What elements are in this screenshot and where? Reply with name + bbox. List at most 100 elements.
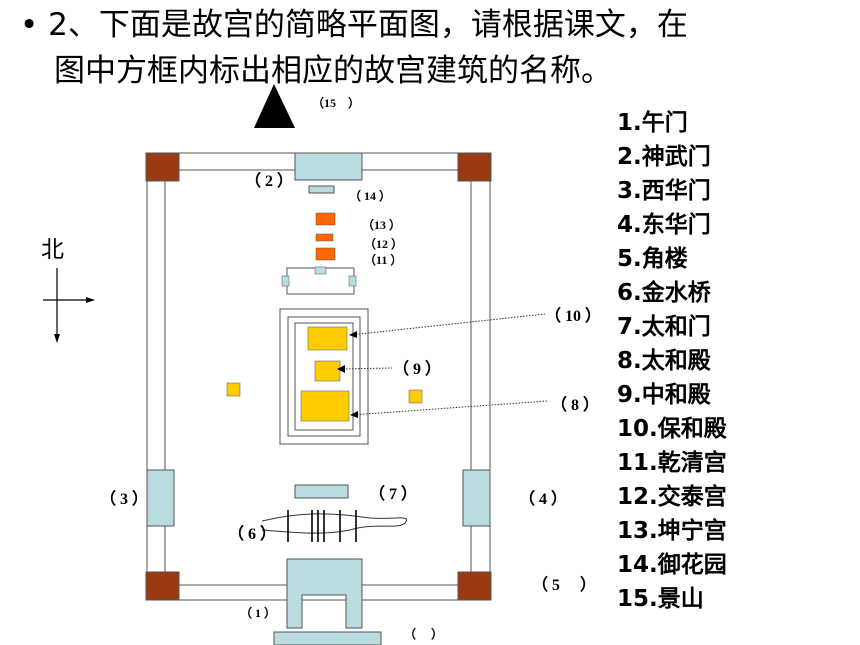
legend-building-name: 交泰宫	[657, 484, 727, 510]
leader-arrow-9	[337, 365, 345, 373]
compass-east-arrowhead	[86, 297, 95, 303]
legend-building-name: 景山	[657, 586, 704, 612]
legend-number: 1.	[617, 110, 642, 136]
terrace-inner	[294, 322, 354, 431]
jingshan-triangle	[254, 84, 295, 128]
qianqing-gate-wing-right	[348, 275, 357, 287]
legend-item: 4.东华门	[617, 208, 727, 242]
golden-water-river	[261, 513, 408, 534]
legend-number: 8.	[617, 348, 642, 374]
legend-item: 3.西华门	[617, 174, 727, 208]
legend-building-name: 午门	[641, 110, 688, 136]
leader-arrow-8	[350, 411, 358, 418]
taihe-gate	[294, 484, 349, 499]
legend-item: 14.御花园	[617, 548, 727, 582]
legend-number: 15.	[617, 586, 658, 612]
legend-building-name: 乾清宫	[657, 450, 727, 476]
legend-item: 1.午门	[617, 106, 727, 140]
bullet: •	[20, 7, 39, 43]
legend-number: 14.	[617, 552, 658, 578]
label-8: （ 8 ）	[551, 397, 600, 414]
legend-building-name: 东华门	[641, 212, 711, 238]
north-label: 北	[41, 237, 64, 263]
jiaotai-palace	[315, 233, 334, 242]
label-5: （ 5 ）	[532, 577, 597, 594]
legend-building-name: 角楼	[641, 246, 688, 272]
legend-item: 11.乾清宫	[617, 446, 727, 480]
legend-building-name: 坤宁宫	[657, 518, 727, 544]
leader-line-9	[339, 367, 393, 370]
legend-item: 9.中和殿	[617, 378, 727, 412]
legend-item: 5.角楼	[617, 242, 727, 276]
taihe-hall	[300, 390, 350, 422]
label-14: （ 14 ）	[349, 189, 392, 203]
xihua-gate	[146, 469, 175, 527]
leader-line-10	[349, 313, 546, 336]
corner-tower-sw	[145, 571, 180, 601]
legend-number: 7.	[617, 314, 642, 340]
baohe-hall	[307, 326, 348, 351]
label-1: （ 1 ）	[240, 606, 277, 620]
legend-number: 3.	[617, 178, 642, 204]
label-7: （ 7 ）	[369, 486, 418, 503]
question-text-1: 2、下面是故宫的简略平面图，请根据课文，在	[48, 7, 688, 43]
label-11: （11 ）	[364, 253, 403, 267]
zhonghe-hall	[314, 360, 341, 382]
label-2: （ 2 ）	[245, 173, 294, 190]
question-title-line2: 图中方框内标出相应的故宫建筑的名称。	[54, 53, 612, 89]
label-10: （ 10 ）	[545, 308, 602, 325]
legend-number: 6.	[617, 280, 642, 306]
legend-item: 6.金水桥	[617, 276, 727, 310]
west-side-hall	[226, 382, 241, 397]
question-title-line1: • 2、下面是故宫的简略平面图，请根据课文，在	[20, 6, 688, 44]
compass-south-arrowhead	[54, 334, 60, 343]
legend-item: 7.太和门	[617, 310, 727, 344]
leader-arrow-10	[349, 331, 357, 338]
terrace-middle	[287, 316, 361, 437]
legend-item: 15.景山	[617, 582, 727, 616]
east-side-hall	[408, 389, 423, 404]
shenwu-gate	[294, 152, 363, 181]
label-15: （15 ）	[312, 96, 361, 110]
label-12: （12 ）	[364, 237, 404, 251]
legend-building-name: 西华门	[641, 178, 711, 204]
legend-building-name: 神武门	[641, 144, 711, 170]
legend-building-name: 保和殿	[657, 416, 727, 442]
qianqing-gate-wing-left	[281, 275, 290, 287]
legend-item: 12.交泰宫	[617, 480, 727, 514]
legend-item: 10.保和殿	[617, 412, 727, 446]
legend-number: 12.	[617, 484, 658, 510]
qianqing-gate-center	[314, 266, 327, 275]
corner-tower-se	[457, 571, 492, 601]
legend-item: 13.坤宁宫	[617, 514, 727, 548]
legend-number: 13.	[617, 518, 658, 544]
legend-building-name: 中和殿	[641, 382, 711, 408]
legend-number: 5.	[617, 246, 642, 272]
label-13: （13 ）	[362, 218, 402, 232]
legend-building-name: 御花园	[657, 552, 727, 578]
imperial-garden	[308, 185, 335, 194]
legend-number: 2.	[617, 144, 642, 170]
corner-tower-ne	[457, 152, 492, 182]
legend-building-name: 太和殿	[641, 348, 711, 374]
label-blank: （ ）	[404, 627, 444, 641]
leader-line-8	[350, 400, 549, 416]
legend-item: 8.太和殿	[617, 344, 727, 378]
legend-number: 11.	[617, 450, 658, 476]
qianqing-palace	[315, 247, 336, 261]
kunning-palace	[315, 212, 336, 226]
label-6: （ 6 ）	[228, 526, 277, 543]
label-3: （ 3 ）	[100, 491, 149, 508]
label-4: （ 4 ）	[519, 491, 568, 508]
corner-tower-nw	[145, 152, 180, 182]
legend-number: 9.	[617, 382, 642, 408]
legend-building-name: 金水桥	[641, 280, 711, 306]
legend-number: 10.	[617, 416, 658, 442]
terrace-outer	[279, 308, 369, 445]
label-9: （ 9 ）	[393, 361, 442, 378]
south-gate-bar	[273, 631, 382, 645]
meridian-gate	[286, 558, 363, 629]
donghua-gate	[462, 469, 491, 527]
